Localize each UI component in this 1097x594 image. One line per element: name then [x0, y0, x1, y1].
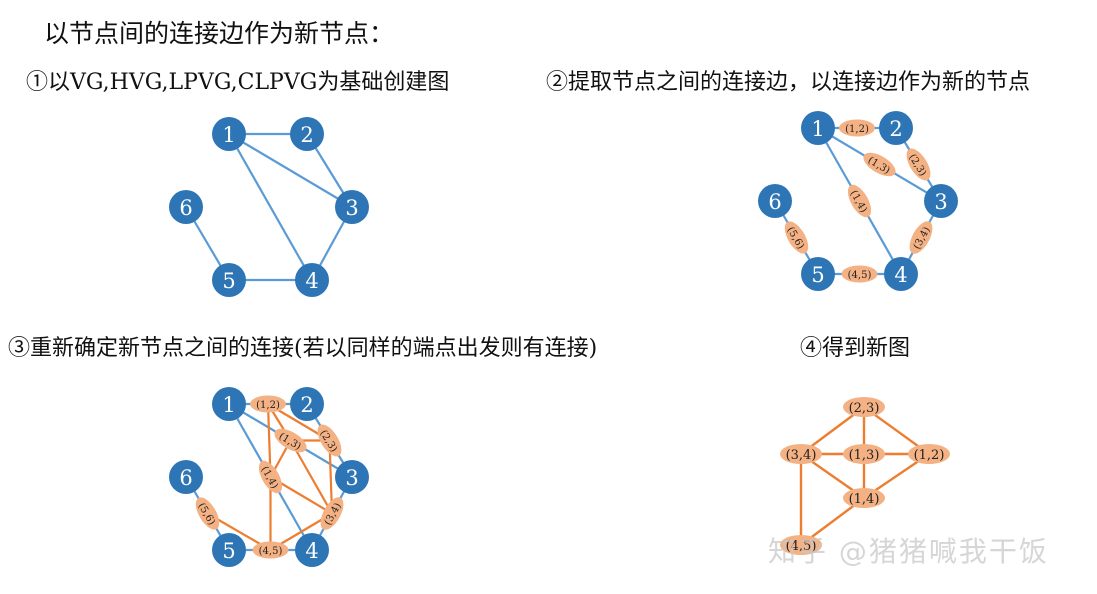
- graph2-node-1: [801, 111, 835, 145]
- graph2-edge-label-e23: (2,3): [906, 148, 931, 181]
- graph3-new-edge: [289, 439, 333, 515]
- graph3-edge-label-e12: (1,2): [250, 395, 286, 413]
- graph3-node-label: 3: [345, 466, 358, 490]
- graph2-node-label: 1: [811, 117, 824, 141]
- graph3-node-2: [290, 387, 324, 421]
- graph3-edge-label-e56: (5,6): [195, 497, 220, 530]
- graph2-edge-label-e56: (5,6): [784, 221, 809, 254]
- graph1-node-label: 6: [179, 196, 192, 220]
- heading: 以节点间的连接边作为新节点：: [44, 19, 395, 48]
- graph3-node-6: [169, 460, 203, 494]
- graph1-node-label: 2: [300, 123, 313, 147]
- graph4-node-e14: [843, 488, 885, 508]
- graph1-node-4: [295, 263, 329, 297]
- graph1-node-5: [212, 263, 246, 297]
- graph2-edge-label-e13: (1,3): [863, 152, 896, 177]
- graph3-node-label: 4: [305, 539, 318, 563]
- graph3-node-4: [295, 533, 329, 567]
- graph2-node-label: 6: [768, 190, 781, 214]
- graph4-node-label: (1,4): [849, 492, 880, 507]
- graph2-node-2: [879, 111, 913, 145]
- graph1-node-1: [212, 117, 246, 151]
- graph1-node-6: [169, 190, 203, 224]
- graph4-node-e12: [908, 444, 950, 464]
- graph1-node-2: [290, 117, 324, 151]
- graph3-edge-label-e45: (4,5): [252, 541, 289, 559]
- graph4-node-label: (1,2): [914, 448, 945, 463]
- svg-text:(4,5): (4,5): [259, 546, 283, 557]
- watermark: 知乎 @猪猪喊我干饭: [768, 535, 1049, 568]
- svg-text:(1,2): (1,2): [845, 124, 869, 135]
- graph1-edge-e13: [228, 133, 353, 208]
- graph2-node-label: 3: [934, 190, 947, 214]
- graph3-node-label: 5: [222, 539, 235, 563]
- graph3-node-5: [212, 533, 246, 567]
- graph2-node-label: 5: [811, 263, 824, 287]
- graph2-node-4: [884, 257, 918, 291]
- svg-text:(1,2): (1,2): [256, 400, 280, 411]
- graph1-node-label: 4: [305, 269, 318, 293]
- graph2-edge-label-e14: (1,4): [848, 184, 872, 218]
- graph2-node-label: 2: [889, 117, 902, 141]
- graph4-node-e34: [780, 444, 822, 464]
- graph1-node-label: 5: [222, 269, 235, 293]
- step-3-caption: ③重新确定新节点之间的连接(若以同样的端点出发则有连接): [8, 336, 598, 361]
- graph3-node-label: 1: [222, 393, 235, 417]
- graph4-node-label: (2,3): [849, 401, 880, 416]
- step-2-caption: ②提取节点之间的连接边，以连接边作为新的节点: [546, 70, 1031, 95]
- graph1-node-label: 3: [345, 196, 358, 220]
- graph3-node-label: 2: [300, 393, 313, 417]
- step-4-caption: ④得到新图: [800, 336, 911, 361]
- graph2-edge-label-e34: (3,4): [909, 221, 933, 254]
- graph2-node-6: [758, 184, 792, 218]
- graph1-node-label: 1: [222, 123, 235, 147]
- graph2-node-5: [801, 257, 835, 291]
- graph4-node-label: (1,3): [849, 448, 880, 463]
- graph2-node-3: [924, 184, 958, 218]
- graph4-node-e23: [843, 397, 885, 417]
- graph3-node-1: [212, 387, 246, 421]
- graph2-node-label: 4: [894, 263, 907, 287]
- graph2-edge-label-e12: (1,2): [839, 119, 875, 137]
- graph3-node-3: [335, 460, 369, 494]
- svg-text:(4,5): (4,5): [848, 270, 872, 281]
- graph4-node-e45: [780, 535, 822, 555]
- graph4-node-label: (4,5): [786, 539, 817, 554]
- graph1-edge-e14: [228, 133, 313, 281]
- graph1-node-3: [335, 190, 369, 224]
- graph4-node-e13: [843, 444, 885, 464]
- graph3-node-label: 6: [179, 466, 192, 490]
- graph2-edge-label-e45: (4,5): [841, 265, 878, 283]
- step-1-caption: ①以VG,HVG,LPVG,CLPVG为基础创建图: [26, 70, 450, 95]
- graph4-node-label: (3,4): [786, 448, 817, 463]
